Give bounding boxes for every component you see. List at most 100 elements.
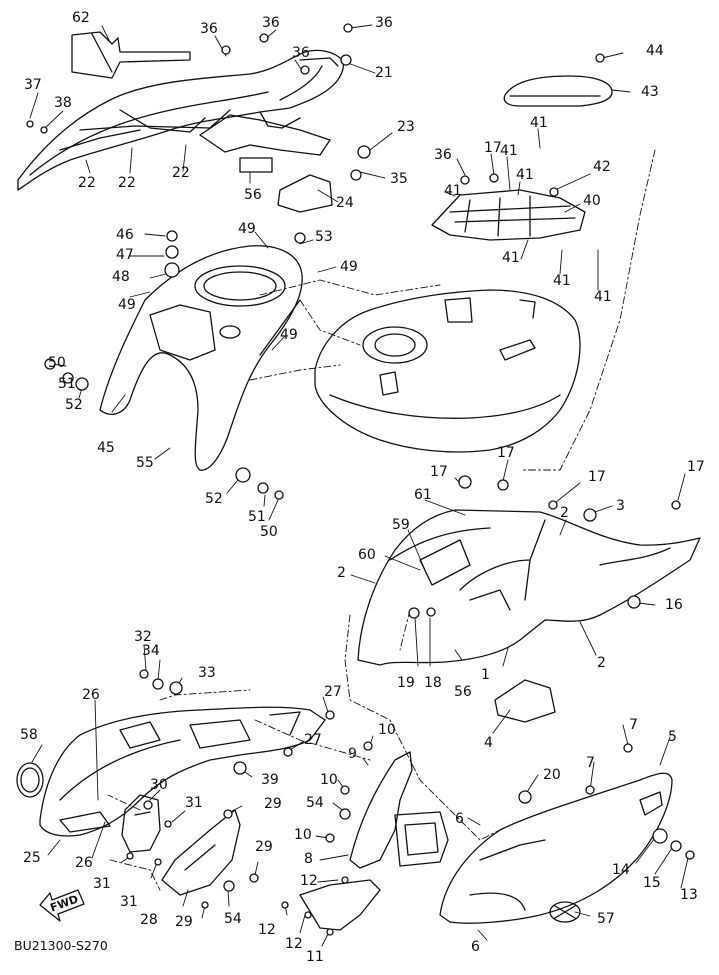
part-label-51: 51 — [248, 509, 266, 525]
part-label-34: 34 — [142, 643, 160, 659]
part-label-8: 8 — [304, 851, 313, 867]
part-label-49: 49 — [280, 327, 298, 343]
part-label-43: 43 — [641, 84, 659, 100]
part-label-14: 14 — [612, 862, 630, 878]
part-label-60: 60 — [358, 547, 376, 563]
part-label-36: 36 — [262, 15, 280, 31]
part-label-36: 36 — [375, 15, 393, 31]
part-label-7: 7 — [629, 717, 638, 733]
part-label-16: 16 — [665, 597, 683, 613]
panel-56-area — [199, 114, 333, 213]
part-label-29: 29 — [175, 914, 193, 930]
part-label-12: 12 — [258, 922, 276, 938]
pad-4 — [494, 679, 556, 723]
part-label-36: 36 — [292, 45, 310, 61]
part-label-49: 49 — [340, 259, 358, 275]
part-label-19: 19 — [397, 675, 415, 691]
fasteners — [26, 23, 695, 936]
part-label-27: 27 — [324, 684, 342, 700]
part-label-56: 56 — [454, 684, 472, 700]
part-label-45: 45 — [97, 440, 115, 456]
part-label-30: 30 — [150, 777, 168, 793]
bracket-28 — [161, 809, 241, 896]
part-label-50: 50 — [48, 355, 66, 371]
part-label-12: 12 — [300, 873, 318, 889]
part-label-41: 41 — [500, 143, 518, 159]
side-cover-upper — [17, 49, 344, 191]
part-label-54: 54 — [306, 795, 324, 811]
part-label-10: 10 — [378, 722, 396, 738]
part-label-41: 41 — [444, 183, 462, 199]
part-label-52: 52 — [65, 397, 83, 413]
bracket-30 — [121, 794, 161, 853]
leader-lines — [29, 24, 689, 947]
part-label-40: 40 — [583, 193, 601, 209]
part-label-44: 44 — [646, 43, 664, 59]
part-label-10: 10 — [294, 827, 312, 843]
part-label-10: 10 — [320, 772, 338, 788]
part-label-23: 23 — [397, 119, 415, 135]
part-label-20: 20 — [543, 767, 561, 783]
part-label-59: 59 — [392, 517, 410, 533]
part-label-3: 3 — [616, 498, 625, 514]
part-label-7: 7 — [586, 755, 595, 771]
part-label-29: 29 — [255, 839, 273, 855]
cover-43 — [503, 75, 613, 107]
part-label-17: 17 — [588, 469, 606, 485]
part-label-1: 1 — [481, 667, 490, 683]
part-label-29: 29 — [264, 796, 282, 812]
part-label-57: 57 — [597, 911, 615, 927]
part-label-31: 31 — [120, 894, 138, 910]
part-label-28: 28 — [140, 912, 158, 928]
part-label-56: 56 — [244, 187, 262, 203]
part-label-27: 27 — [304, 732, 322, 748]
part-label-53: 53 — [315, 229, 333, 245]
part-label-36: 36 — [200, 21, 218, 37]
part-label-62: 62 — [72, 10, 90, 26]
part-label-11: 11 — [306, 949, 324, 965]
part-label-21: 21 — [375, 65, 393, 81]
assembly-lines — [107, 149, 656, 891]
part-label-26: 26 — [82, 687, 100, 703]
part-label-31: 31 — [185, 795, 203, 811]
part-label-4: 4 — [484, 735, 493, 751]
drawing-code: BU21300-S270 — [14, 938, 108, 953]
part-label-22: 22 — [78, 175, 96, 191]
side-cover-1 — [357, 509, 701, 666]
bracket-11 — [299, 879, 381, 931]
part-label-18: 18 — [424, 675, 442, 691]
part-label-61: 61 — [414, 487, 432, 503]
part-label-2: 2 — [560, 505, 569, 521]
tank-cover-45 — [99, 245, 303, 471]
part-label-22: 22 — [172, 165, 190, 181]
part-label-49: 49 — [238, 221, 256, 237]
part-label-2: 2 — [597, 655, 606, 671]
part-label-39: 39 — [261, 772, 279, 788]
part-label-35: 35 — [390, 171, 408, 187]
part-label-37: 37 — [24, 77, 42, 93]
part-label-42: 42 — [593, 159, 611, 175]
fuel-tank — [314, 289, 581, 453]
part-label-32: 32 — [134, 629, 152, 645]
part-label-46: 46 — [116, 227, 134, 243]
part-label-33: 33 — [198, 665, 216, 681]
part-label-50: 50 — [260, 524, 278, 540]
part-label-41: 41 — [516, 167, 534, 183]
part-label-17: 17 — [687, 459, 705, 475]
part-label-41: 41 — [553, 273, 571, 289]
decal-62 — [71, 31, 191, 79]
part-label-47: 47 — [116, 247, 134, 263]
part-label-17: 17 — [484, 140, 502, 156]
part-label-36: 36 — [434, 147, 452, 163]
part-label-48: 48 — [112, 269, 130, 285]
bracket-40 — [431, 189, 586, 241]
part-label-58: 58 — [20, 727, 38, 743]
part-label-25: 25 — [23, 850, 41, 866]
part-label-54: 54 — [224, 911, 242, 927]
part-label-2: 2 — [337, 565, 346, 581]
part-label-31: 31 — [93, 876, 111, 892]
fwd-arrow — [39, 889, 85, 922]
part-label-38: 38 — [54, 95, 72, 111]
part-label-26: 26 — [75, 855, 93, 871]
